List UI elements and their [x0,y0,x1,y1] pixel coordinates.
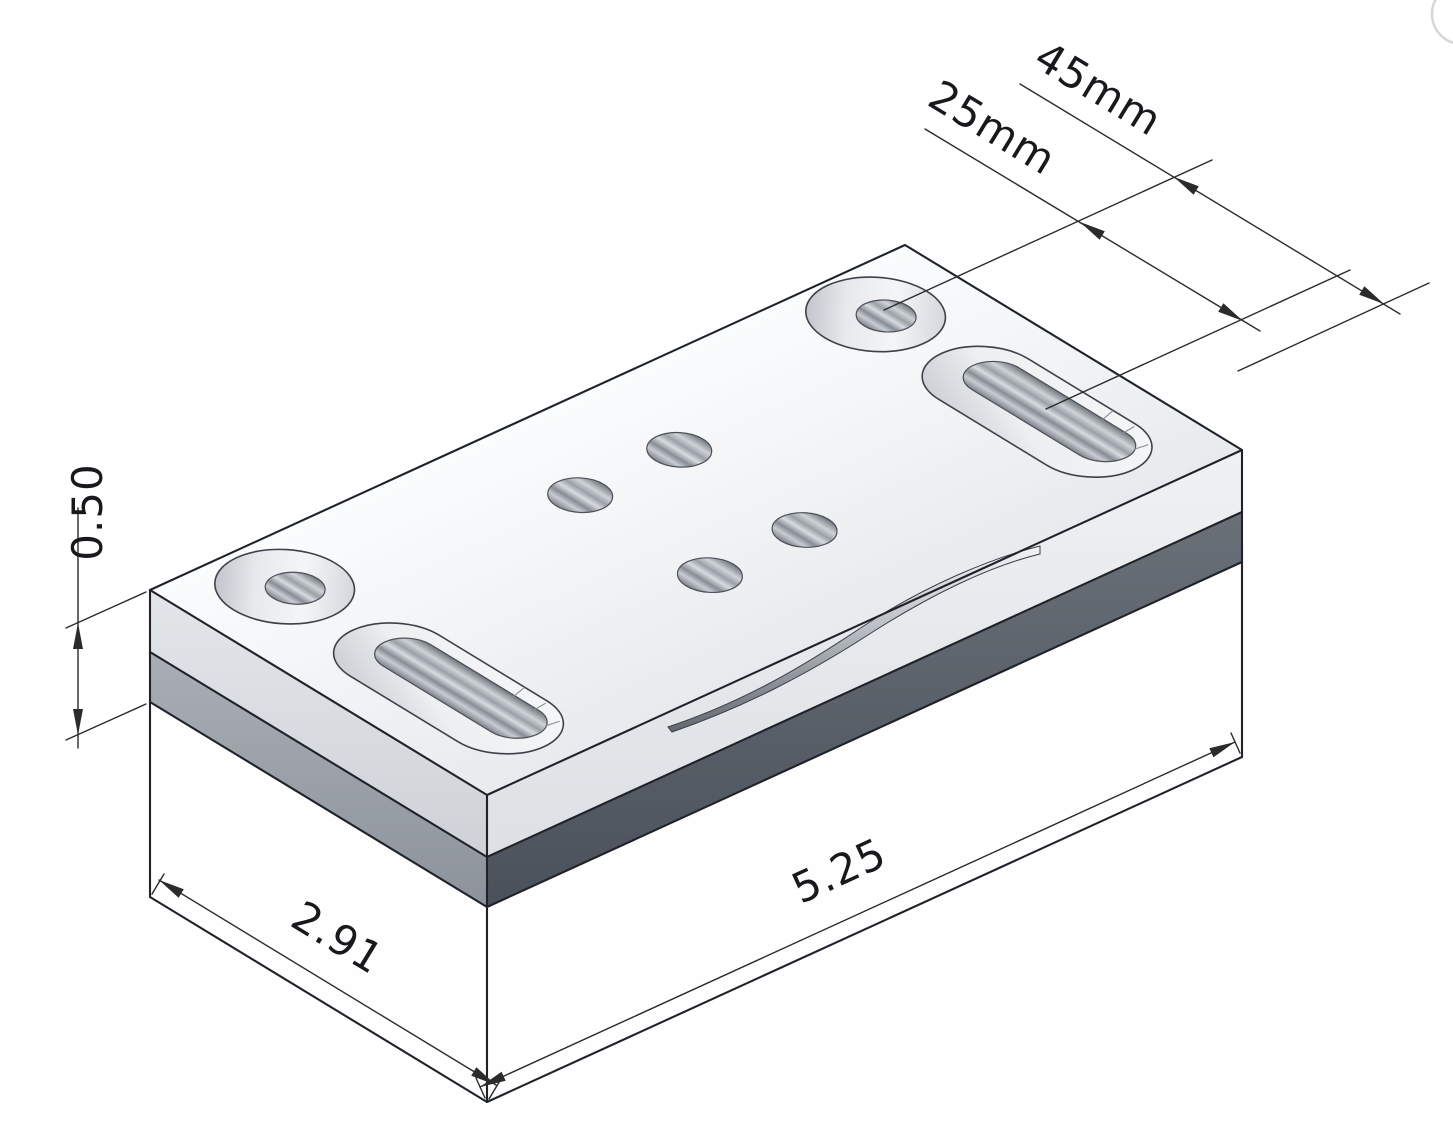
arrowhead [480,1071,506,1087]
top-face [150,244,1242,796]
dimension-line [1019,83,1401,315]
plate-side-front [487,450,1242,857]
part-edges [148,243,1244,1104]
extension-line [65,703,147,741]
extension-tick [475,1077,486,1099]
machined-part [148,243,1244,1104]
small-hole-3 [664,551,756,600]
arrowhead [1209,742,1235,758]
slot-facet-lines [1089,411,1161,451]
extension-line [65,591,147,629]
extension-line-edge [1237,282,1430,372]
dimension-line [479,741,1236,1088]
base-block-side-left [150,702,487,1102]
small-hole-4 [759,506,851,555]
extension-line-rear-slot [1045,269,1351,410]
curved-relief-cut [667,545,1041,733]
arrowhead [1218,303,1243,321]
plate-side-left [150,590,487,857]
slot-bore [950,354,1149,468]
page-corner-artifact [1430,0,1453,44]
dimension-line [158,879,497,1086]
dark-layer-side-front [487,512,1242,907]
base-block-side-front [487,562,1242,1102]
dark-layer-side-left [150,652,487,907]
counterbore-slot-front-left [308,610,588,767]
slot-facet-lines [500,687,572,727]
arrowhead [73,709,83,735]
small-hole-2 [633,425,725,474]
dimension-label-25mm: 25mm [920,70,1064,184]
arrowhead [159,880,184,898]
extension-tick [1230,732,1241,754]
arrowhead [1080,222,1105,240]
dimension-45mm: 45mm [1019,31,1401,315]
small-holes [533,425,855,599]
hole-bore [253,566,338,611]
hole-bore [844,293,929,338]
extension-line-rear-hole [883,159,1213,311]
countersunk-hole-rear [777,262,974,367]
dimension-thickness-050: 0.50 [63,463,147,749]
arrowhead [1359,286,1384,304]
extension-tick [151,873,165,895]
extension-lines-top-right [883,159,1430,410]
dimension-label-45mm: 45mm [1026,31,1170,145]
arrowhead [73,623,83,649]
countersunk-hole-front-left [186,534,383,639]
counterbore-slot-rear-right [897,333,1177,490]
dimension-label-thickness: 0.50 [63,463,112,561]
arrowhead [1174,177,1199,195]
small-hole-1 [534,471,626,520]
slot-bore [361,631,560,745]
